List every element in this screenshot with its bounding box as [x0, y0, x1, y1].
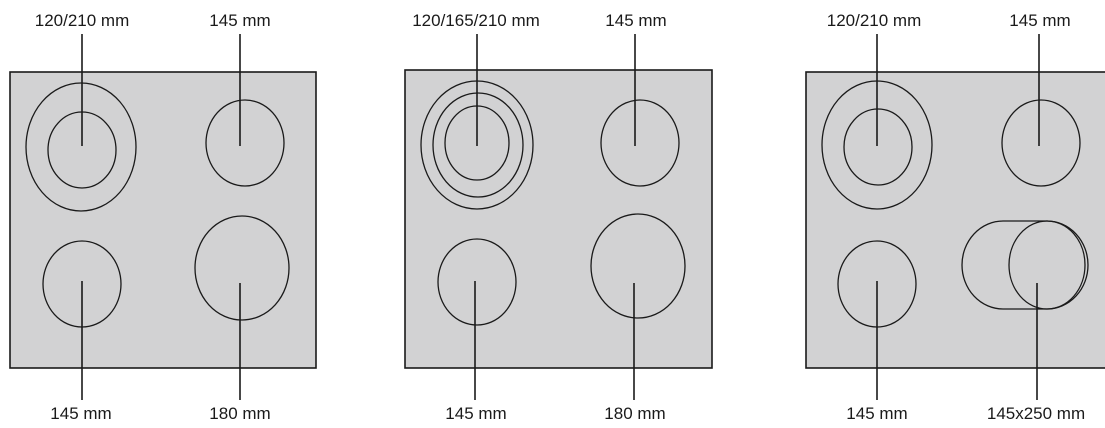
hob-3-label-top-right: 145 mm	[1009, 11, 1070, 30]
hob-2-label-top-right: 145 mm	[605, 11, 666, 30]
hob-1-label-top-right: 145 mm	[209, 11, 270, 30]
hob-3-label-bottom-right: 145x250 mm	[987, 404, 1085, 423]
hob-2-label-bottom-right: 180 mm	[604, 404, 665, 423]
hob-2-zone-bottom-right	[590, 213, 686, 319]
hob-1-zone-bottom-right	[194, 215, 290, 321]
hob-2-zone-front-left-middle	[432, 92, 524, 198]
hob-3-zone-bridge-circle	[1008, 220, 1086, 310]
hob-1-label-top-left: 120/210 mm	[35, 11, 130, 30]
hob-3-zone-front-left-inner	[843, 108, 913, 186]
hob-1-zone-back-right	[205, 99, 285, 187]
hob-2-plate	[404, 69, 713, 369]
hob-1-plate	[9, 71, 317, 369]
hob-3-label-top-left: 120/210 mm	[827, 11, 922, 30]
hob-1: 120/210 mm 145 mm 145 mm 180 mm	[9, 11, 317, 423]
hob-2-label-top-left: 120/165/210 mm	[412, 11, 540, 30]
hob-2-zone-back-right	[600, 99, 680, 187]
hob-3-label-bottom-left: 145 mm	[846, 404, 907, 423]
hob-2-label-bottom-left: 145 mm	[445, 404, 506, 423]
hob-3-plate	[805, 71, 1105, 369]
hob-2: 120/165/210 mm 145 mm 145 mm 180 mm	[404, 11, 713, 423]
hob-1-label-bottom-left: 145 mm	[50, 404, 111, 423]
hob-1-label-bottom-right: 180 mm	[209, 404, 270, 423]
hob-3: 120/210 mm 145 mm 145 mm 145x250 mm	[805, 11, 1105, 423]
hob-3-zone-back-right	[1001, 99, 1081, 187]
hob-1-zone-front-left-outer	[25, 82, 137, 212]
hob-2-zone-bottom-left	[437, 238, 517, 326]
